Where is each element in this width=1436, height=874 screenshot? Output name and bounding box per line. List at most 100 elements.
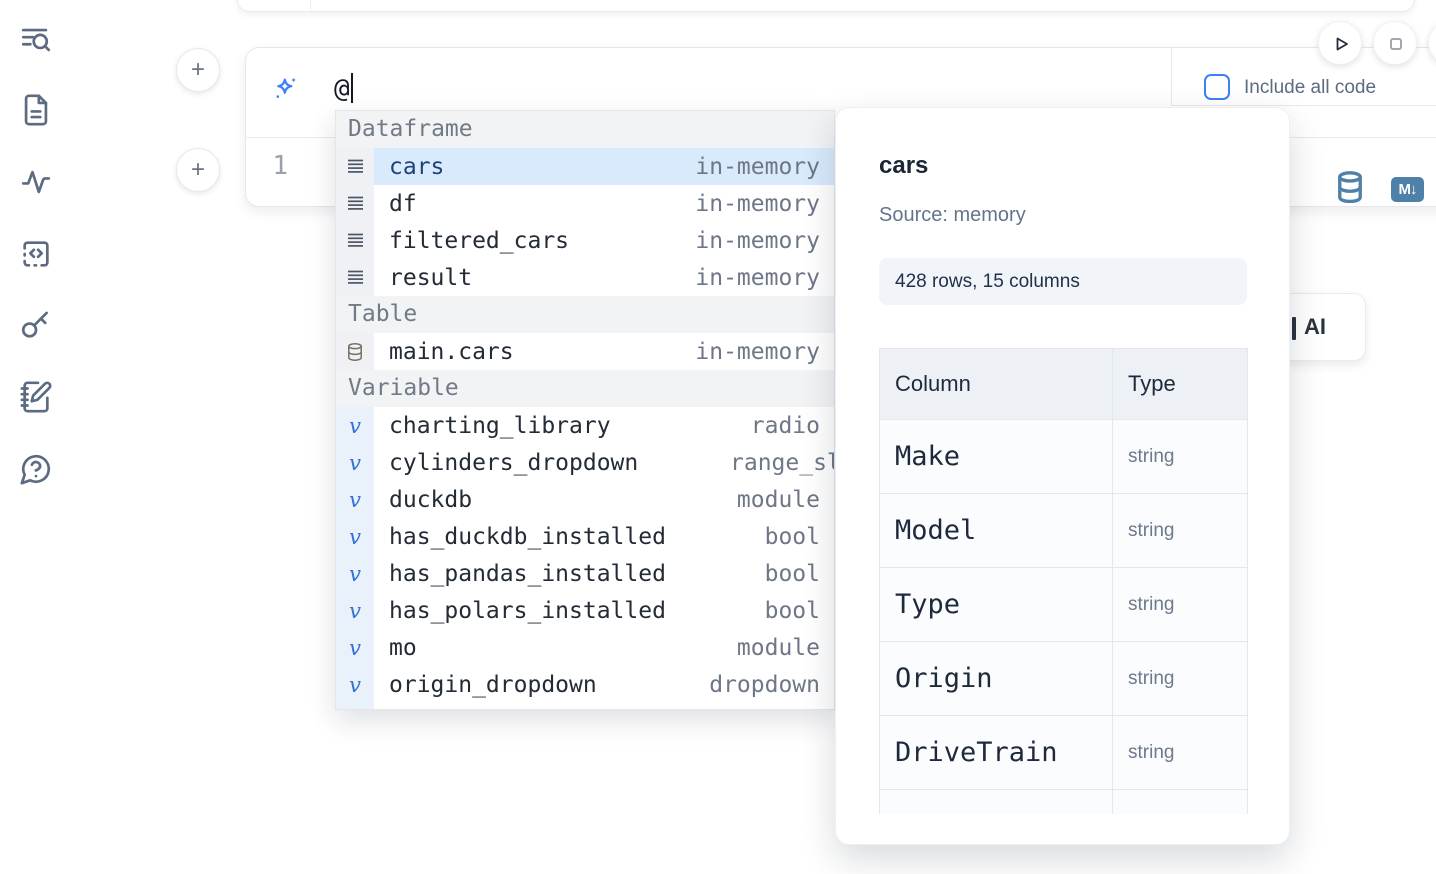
- item-name: result: [389, 264, 473, 291]
- section-header-variable: Variable: [336, 370, 834, 407]
- schema-table: Column Type Make string Model string Typ…: [879, 348, 1248, 814]
- stop-cell-button[interactable]: [1373, 21, 1417, 65]
- help-chat-icon[interactable]: [19, 452, 53, 486]
- sql-database-icon[interactable]: [1336, 171, 1364, 204]
- stop-icon: [1390, 38, 1402, 50]
- variable-icon: v: [336, 444, 374, 481]
- ai-button-label: AI: [1304, 314, 1326, 339]
- dataframe-icon: [336, 259, 374, 296]
- item-name: has_polars_installed: [389, 597, 666, 624]
- autocomplete-item-has-polars-installed[interactable]: v has_polars_installed bool: [336, 592, 834, 629]
- item-name: filtered_cars: [389, 227, 570, 254]
- variable-icon: v: [336, 629, 374, 666]
- variable-icon: v: [336, 407, 374, 444]
- column-name: Origin: [879, 641, 1113, 716]
- item-type: radio: [750, 412, 820, 439]
- column-name: Model: [879, 493, 1113, 568]
- autocomplete-item-charting-library[interactable]: v charting_library radio: [336, 407, 834, 444]
- autocomplete-dropdown: Dataframe cars in-memory df in-memory fi…: [335, 110, 835, 710]
- column-header: Column: [879, 348, 1113, 420]
- scratchpad-icon[interactable]: [19, 380, 53, 414]
- item-type: in-memory: [695, 190, 820, 217]
- autocomplete-item-mo[interactable]: v mo module: [336, 629, 834, 666]
- item-name: has_duckdb_installed: [389, 523, 666, 550]
- table-row: DriveTrain string: [879, 715, 1248, 790]
- autocomplete-item-df[interactable]: df in-memory: [336, 185, 834, 222]
- column-type: string: [1112, 567, 1248, 642]
- key-icon[interactable]: [19, 308, 53, 342]
- column-type: string: [1112, 641, 1248, 716]
- table-row: Model string: [879, 493, 1248, 568]
- autocomplete-item-result[interactable]: result in-memory: [336, 259, 834, 296]
- clipped-letter: [1292, 317, 1296, 340]
- editor-line-number: 1: [272, 151, 288, 181]
- dataframe-icon: [336, 148, 374, 185]
- code-block-icon[interactable]: [19, 237, 53, 271]
- type-header: Type: [1112, 348, 1248, 420]
- autocomplete-item-filtered-cars[interactable]: filtered_cars in-memory: [336, 222, 834, 259]
- item-type: in-memory: [695, 227, 820, 254]
- item-name: main.cars: [389, 338, 514, 365]
- activity-icon[interactable]: [19, 165, 53, 199]
- text-cursor: [350, 73, 353, 103]
- dataframe-preview-popup: cars Source: memory 428 rows, 15 columns…: [835, 107, 1290, 845]
- run-cell-button[interactable]: [1318, 21, 1362, 65]
- item-type: module: [736, 486, 820, 513]
- autocomplete-item-has-pandas-installed[interactable]: v has_pandas_installed bool: [336, 555, 834, 592]
- item-name: charting_library: [389, 412, 611, 439]
- include-all-code-label: Include all code: [1244, 77, 1377, 98]
- item-type: in-memory: [695, 338, 820, 365]
- column-type: string: [1112, 419, 1248, 494]
- autocomplete-item-duckdb[interactable]: v duckdb module: [336, 481, 834, 518]
- previous-cell-divider: [310, 0, 311, 11]
- table-row: Make string: [879, 419, 1248, 494]
- autocomplete-item-main-cars[interactable]: main.cars in-memory: [336, 333, 834, 370]
- dataframe-icon: [336, 222, 374, 259]
- item-type: bool: [764, 560, 820, 587]
- section-header-table: Table: [336, 296, 834, 333]
- item-type: bool: [764, 597, 820, 624]
- item-name: mo: [389, 634, 417, 661]
- variable-icon: v: [336, 592, 374, 629]
- column-name: Type: [879, 567, 1113, 642]
- table-row-partial: [879, 789, 1248, 814]
- item-type: in-memory: [695, 153, 820, 180]
- dataframe-icon: [336, 185, 374, 222]
- include-all-code-checkbox[interactable]: [1204, 74, 1230, 100]
- column-type: string: [1112, 715, 1248, 790]
- add-cell-above-button[interactable]: +: [176, 48, 220, 92]
- preview-title: cars: [879, 152, 929, 179]
- item-type: module: [417, 709, 834, 710]
- left-sidebar: [0, 0, 72, 874]
- variable-icon: v: [336, 666, 374, 703]
- variable-icon: v: [336, 555, 374, 592]
- item-name: df: [389, 190, 417, 217]
- item-type: bool: [764, 523, 820, 550]
- variable-icon: v: [336, 703, 374, 709]
- item-type: dropdown: [709, 671, 820, 698]
- autocomplete-item-cars[interactable]: cars in-memory: [336, 148, 834, 185]
- toc-search-icon[interactable]: [19, 23, 53, 57]
- table-row: Type string: [879, 567, 1248, 642]
- table-header-row: Column Type: [879, 348, 1248, 420]
- ai-prompt-input[interactable]: @: [334, 73, 353, 104]
- preview-source: Source: memory: [879, 204, 1026, 226]
- autocomplete-item-has-duckdb-installed[interactable]: v has_duckdb_installed bool: [336, 518, 834, 555]
- prompt-options-box: [1171, 48, 1436, 106]
- section-header-dataframe: Dataframe: [336, 111, 834, 148]
- autocomplete-item-origin-dropdown[interactable]: v origin_dropdown dropdown: [336, 666, 834, 703]
- item-name: has_pandas_installed: [389, 560, 666, 587]
- autocomplete-item-pd-partial[interactable]: v pd module: [336, 703, 834, 710]
- autocomplete-item-cylinders-dropdown[interactable]: v cylinders_dropdown range_slider: [336, 444, 834, 481]
- column-type: string: [1112, 493, 1248, 568]
- item-type: in-memory: [695, 264, 820, 291]
- add-cell-below-button[interactable]: +: [176, 148, 220, 192]
- column-name: DriveTrain: [879, 715, 1113, 790]
- database-icon: [336, 333, 374, 370]
- markdown-icon[interactable]: M↓: [1391, 177, 1424, 202]
- previous-cell-edge: [237, 0, 1415, 12]
- item-type: range_slider: [730, 449, 834, 476]
- document-icon[interactable]: [19, 93, 53, 127]
- prompt-value: @: [334, 74, 350, 104]
- column-name: Make: [879, 419, 1113, 494]
